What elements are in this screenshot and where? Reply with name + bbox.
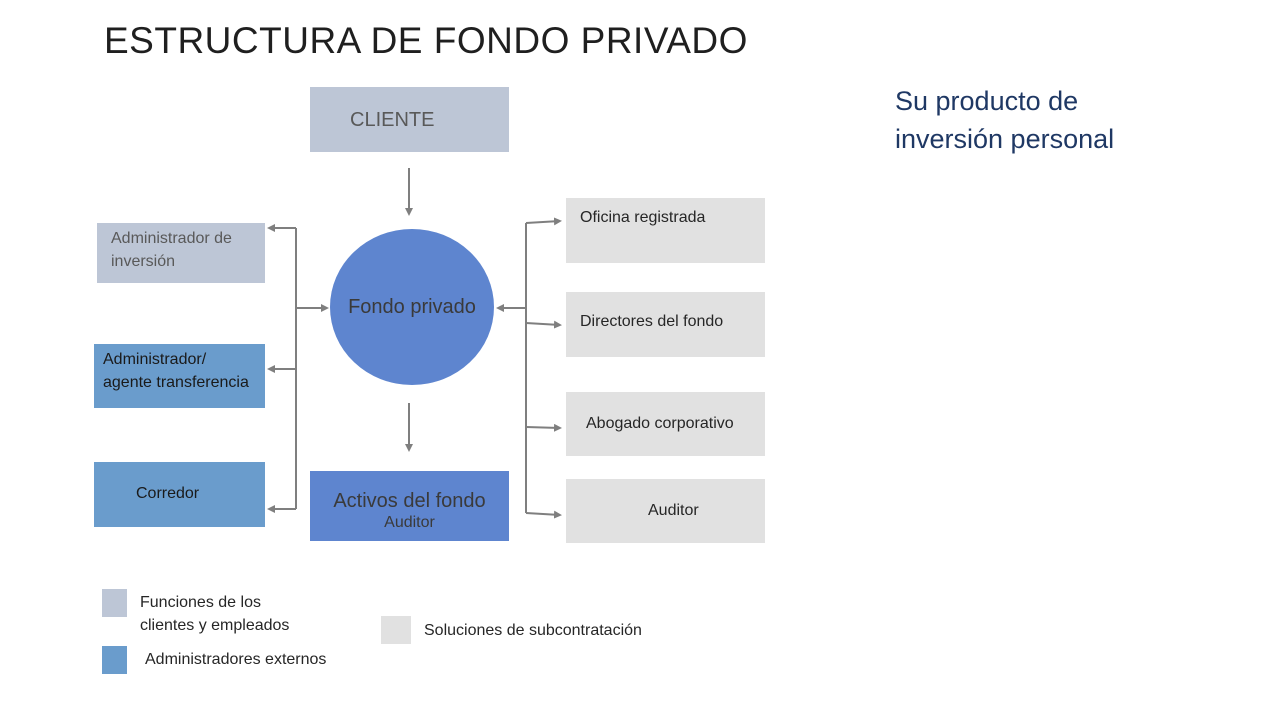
subtitle: Su producto de inversión personal — [895, 82, 1114, 158]
arrow-to-directores — [525, 320, 562, 329]
subtitle-line-2: inversión personal — [895, 124, 1115, 154]
activos-fondo-box: Activos del fondo Auditor — [310, 471, 509, 541]
fondo-privado-circle: Fondo privado — [330, 229, 494, 385]
cliente-box: CLIENTE — [310, 87, 509, 152]
administrador-agente-line-2: agente transferencia — [103, 374, 249, 391]
legend-label-subcontratacion: Soluciones de subcontratación — [424, 622, 642, 639]
administrador-inversion-line-2: inversión — [111, 253, 176, 270]
administrador-inversion-line-1: Administrador de — [111, 230, 232, 247]
activos-fondo-label: Activos del fondo — [333, 490, 486, 512]
legend-swatch-administradores-externos — [102, 646, 127, 674]
activos-fondo-sublabel: Auditor — [384, 514, 435, 531]
fondo-privado-label: Fondo privado — [348, 295, 476, 318]
arrow-to-oficina — [525, 217, 562, 226]
arrow-to-auditor — [525, 510, 562, 519]
oficina-registrada-box: Oficina registrada — [566, 198, 765, 263]
directores-fondo-box: Directores del fondo — [566, 292, 765, 357]
subtitle-line-1: Su producto de — [895, 86, 1079, 116]
legend-label-administradores-externos: Administradores externos — [145, 651, 327, 668]
legend-label-clientes-empleados-line-1: Funciones de los — [140, 594, 261, 611]
administrador-inversion-box: Administrador de inversión — [97, 223, 265, 283]
administrador-agente-box: Administrador/ agente transferencia — [94, 344, 265, 408]
auditor-box: Auditor — [566, 479, 765, 543]
arrow-to-abogado — [525, 423, 562, 432]
legend-swatch-clientes-empleados — [102, 589, 127, 617]
legend-label-clientes-empleados-line-2: clientes y empleados — [140, 617, 290, 634]
administrador-agente-line-1: Administrador/ — [103, 351, 207, 368]
abogado-corporativo-box: Abogado corporativo — [566, 392, 765, 456]
legend-label-clientes-empleados: Funciones de los clientes y empleados — [140, 591, 289, 637]
legend-swatch-subcontratacion — [381, 616, 411, 644]
page-title: ESTRUCTURA DE FONDO PRIVADO — [104, 20, 748, 61]
corredor-box: Corredor — [94, 462, 265, 527]
